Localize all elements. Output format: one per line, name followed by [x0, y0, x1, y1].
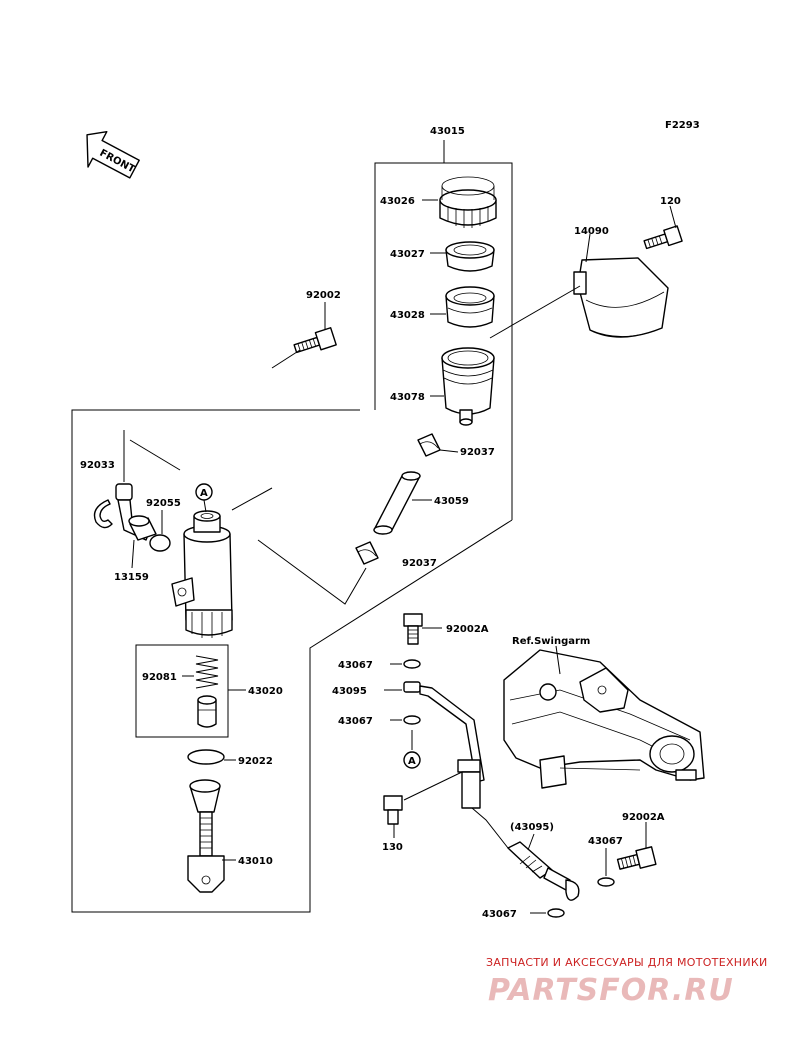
reservoir-bracket-part	[573, 257, 669, 338]
callout-43067-1: 43067	[338, 660, 373, 671]
callout-43078: 43078	[390, 392, 425, 403]
callout-130: 130	[382, 842, 403, 853]
reservoir-cap-part	[439, 176, 497, 228]
callout-43015: 43015	[430, 126, 465, 137]
bushing-13159-part	[128, 515, 157, 541]
callout-92055: 92055	[146, 498, 181, 509]
callout-43010: 43010	[238, 856, 273, 867]
bolt-130-part	[383, 795, 403, 825]
callout-92002A-lower: 92002A	[622, 812, 665, 823]
marker-a-upper-label: A	[200, 488, 208, 499]
figure-id: F2293	[665, 120, 700, 131]
master-cylinder-frame	[71, 409, 513, 913]
reference-label: Ref.Swingarm	[512, 636, 590, 647]
circlip-92022-part	[187, 749, 225, 765]
reservoir-hose-part	[373, 471, 421, 535]
brake-hose-lower-part	[507, 841, 580, 901]
watermark-caption: ЗАПЧАСТИ И АКСЕССУАРЫ ДЛЯ МОТОТЕХНИКИ	[486, 956, 768, 969]
reservoir-tank-part	[441, 347, 495, 426]
callout-92033: 92033	[80, 460, 115, 471]
marker-a-lower-label: A	[408, 756, 416, 767]
callout-92081: 92081	[142, 672, 177, 683]
brake-hose-part	[403, 681, 509, 849]
bolt-92002A-lower-part	[616, 846, 657, 870]
circlip-part	[93, 499, 113, 529]
callout-43020: 43020	[248, 686, 283, 697]
callout-43095-reference: (43095)	[510, 822, 554, 833]
callout-43028: 43028	[390, 310, 425, 321]
callout-92037-upper: 92037	[460, 447, 495, 458]
diaphragm-plate-part	[445, 241, 495, 272]
bolt-92002-part	[293, 327, 337, 354]
piston-kit-box	[135, 644, 229, 738]
reservoir-kit-bracket	[374, 140, 513, 520]
front-arrow-icon: FRONT	[86, 131, 140, 179]
marker-a-lower	[403, 751, 421, 769]
washer-43067-4-part	[597, 877, 615, 887]
callout-43059: 43059	[434, 496, 469, 507]
callout-43095: 43095	[332, 686, 367, 697]
callout-43027: 43027	[390, 249, 425, 260]
diaphragm-part	[445, 286, 495, 328]
callout-43026: 43026	[380, 196, 415, 207]
hose-clamp-lower-part	[355, 541, 379, 565]
callout-43067-4: 43067	[588, 836, 623, 847]
washer-43067-2-part	[403, 715, 421, 725]
callout-120: 120	[660, 196, 681, 207]
callout-13159: 13159	[114, 572, 149, 583]
watermark-logo: PARTSFOR.RU	[488, 973, 734, 1008]
callout-92022: 92022	[238, 756, 273, 767]
master-cylinder-body	[171, 510, 233, 638]
callout-92037-lower: 92037	[402, 558, 437, 569]
callout-43067-2: 43067	[338, 716, 373, 727]
callout-43067-3: 43067	[482, 909, 517, 920]
spring-92081-part	[195, 655, 219, 689]
hose-clamp-upper-part	[417, 433, 441, 457]
bolt-120-part	[643, 225, 683, 250]
o-ring-92055-part	[149, 534, 171, 552]
swingarm-reference	[503, 649, 705, 789]
piston-part	[197, 695, 217, 728]
callout-14090: 14090	[574, 226, 609, 237]
washer-43067-3-part	[547, 908, 565, 918]
callout-92002: 92002	[306, 290, 341, 301]
bolt-92002A-upper-part	[403, 613, 423, 645]
washer-43067-1-part	[403, 659, 421, 669]
callout-92002A-upper: 92002A	[446, 624, 489, 635]
push-rod-43010-part	[187, 779, 225, 893]
